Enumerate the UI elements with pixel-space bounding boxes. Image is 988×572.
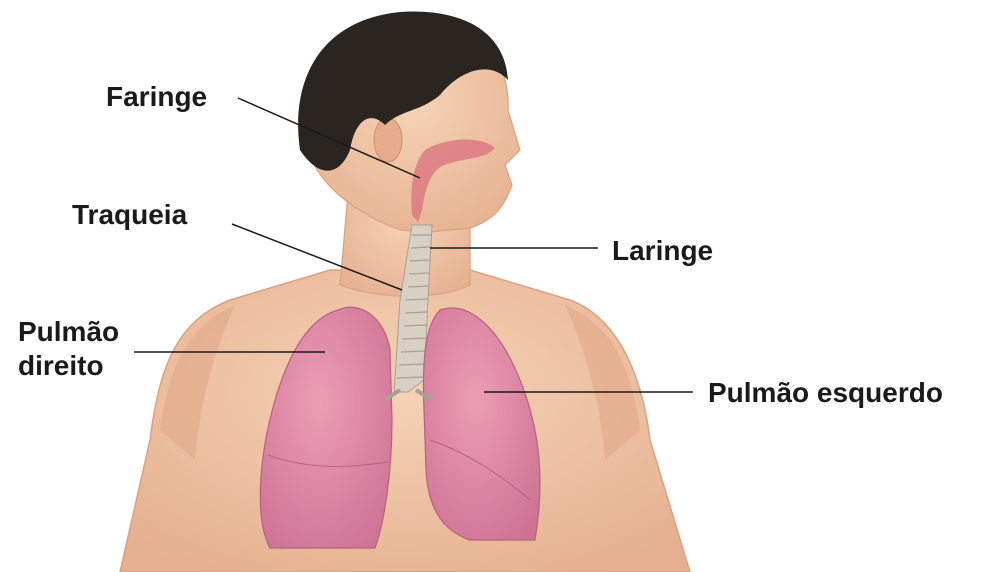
label-pulmao-esquerdo: Pulmão esquerdo <box>708 376 943 410</box>
label-faringe: Faringe <box>106 80 207 114</box>
label-laringe: Laringe <box>612 234 713 268</box>
ear <box>374 118 402 162</box>
label-traqueia: Traqueia <box>72 198 187 232</box>
label-pulmao-direito-line2: direito <box>18 349 119 383</box>
label-pulmao-direito: Pulmão direito <box>18 315 119 383</box>
label-pulmao-direito-line1: Pulmão <box>18 315 119 349</box>
